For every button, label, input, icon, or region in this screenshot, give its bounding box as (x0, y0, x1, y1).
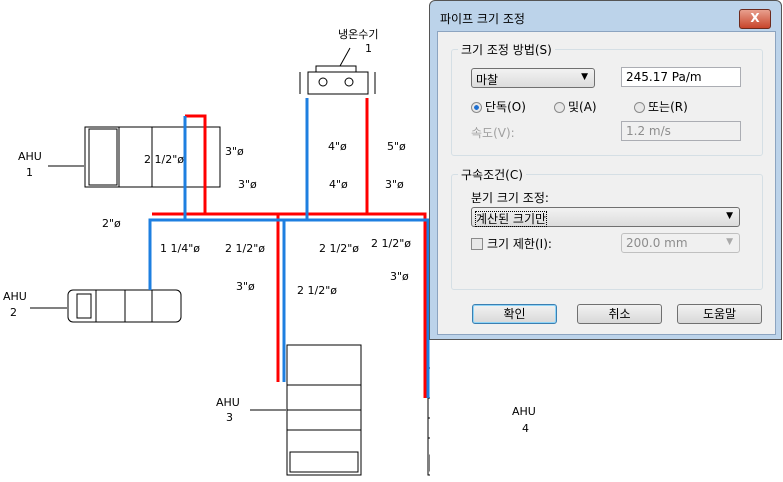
method-dropdown[interactable]: 마찰 ▼ (471, 68, 595, 88)
chiller-label: 냉온수기 (338, 28, 379, 41)
pipe-size-label: 3"ø (390, 270, 409, 283)
constraints-group: 구속조건(C) 분기 크기 조정: 계산된 크기만 ▼ 크기 제한(I): 200… (451, 166, 763, 290)
cancel-button[interactable]: 취소 (577, 304, 662, 324)
radio-only[interactable]: 단독(O) (471, 98, 526, 115)
chiller-number: 1 (365, 42, 372, 55)
pipe-size-label: 3"ø (236, 280, 255, 293)
piping-drawing[interactable] (0, 0, 430, 482)
ahu-1-number: 1 (26, 166, 33, 179)
ahu-2-label: AHU (3, 290, 27, 303)
dialog-title: 파이프 크기 조정 (440, 12, 525, 26)
chiller-unit (307, 71, 369, 95)
ahu-3-label: AHU (216, 396, 240, 409)
pipe-size-label: 3"ø (238, 178, 257, 191)
pipe-sizing-dialog: 파이프 크기 조정 X 크기 조정 방법(S) 마찰 ▼ 245.17 Pa/m … (429, 0, 782, 340)
chevron-down-icon: ▼ (726, 237, 733, 247)
pipe-size-label: 3"ø (385, 178, 404, 191)
pipe-size-label: 2 1/2"ø (319, 242, 359, 255)
pipe-size-label: 5"ø (387, 140, 406, 153)
sizing-method-label: 크기 조정 방법(S) (458, 41, 555, 58)
pipe-size-label: 4"ø (329, 178, 348, 191)
pipe-size-label: 2 1/2"ø (144, 153, 184, 166)
pipe-size-label: 2 1/2"ø (225, 242, 265, 255)
radio-icon (471, 102, 482, 113)
radio-icon (554, 102, 565, 113)
radio-icon (634, 102, 645, 113)
constraints-label: 구속조건(C) (458, 166, 526, 183)
velocity-label: 속도(V): (471, 126, 515, 140)
radio-label: 단독(O) (485, 100, 526, 114)
method-value: 마찰 (476, 73, 499, 87)
pipe-size-label: 2 1/2"ø (297, 284, 337, 297)
pipe-size-label: 2 1/2"ø (371, 237, 411, 250)
friction-input[interactable]: 245.17 Pa/m (621, 67, 741, 87)
branch-sizing-value: 계산된 크기만 (474, 211, 548, 227)
pipe-size-label: 1 1/4"ø (160, 242, 200, 255)
size-limit-label: 크기 제한(I): (487, 237, 552, 251)
radio-label: 및(A) (568, 100, 597, 114)
radio-and[interactable]: 및(A) (554, 98, 597, 115)
radio-or[interactable]: 또는(R) (634, 98, 688, 115)
help-button[interactable]: 도움말 (677, 304, 762, 324)
pipe-size-label: 3"ø (225, 145, 244, 158)
ahu-2-number: 2 (10, 306, 17, 319)
checkbox-icon (471, 238, 483, 250)
ok-button[interactable]: 확인 (472, 304, 557, 324)
ahu-1-label: AHU (18, 150, 42, 163)
ahu-4-label: AHU (512, 405, 536, 418)
ahu-4-number: 4 (522, 422, 529, 435)
sizing-method-group: 크기 조정 방법(S) 마찰 ▼ 245.17 Pa/m 단독(O) 및(A) 또… (451, 41, 763, 156)
ahu-3-number: 3 (226, 411, 233, 424)
pipe-size-label: 2"ø (102, 217, 121, 230)
branch-sizing-dropdown[interactable]: 계산된 크기만 ▼ (471, 207, 740, 227)
velocity-input[interactable]: 1.2 m/s (621, 121, 741, 141)
ahu-4-unit (427, 367, 430, 476)
branch-sizing-label: 분기 크기 조정: (471, 191, 549, 205)
close-button[interactable]: X (739, 9, 771, 29)
chevron-down-icon: ▼ (726, 211, 733, 221)
radio-label: 또는(R) (648, 100, 688, 114)
dialog-body: 크기 조정 방법(S) 마찰 ▼ 245.17 Pa/m 단독(O) 및(A) 또… (437, 31, 776, 335)
size-limit-dropdown[interactable]: 200.0 mm ▼ (621, 233, 740, 253)
pipe-size-label: 4"ø (328, 140, 347, 153)
chevron-down-icon: ▼ (581, 72, 588, 82)
size-limit-value: 200.0 mm (626, 236, 688, 250)
size-limit-checkbox[interactable]: 크기 제한(I): (471, 235, 552, 252)
